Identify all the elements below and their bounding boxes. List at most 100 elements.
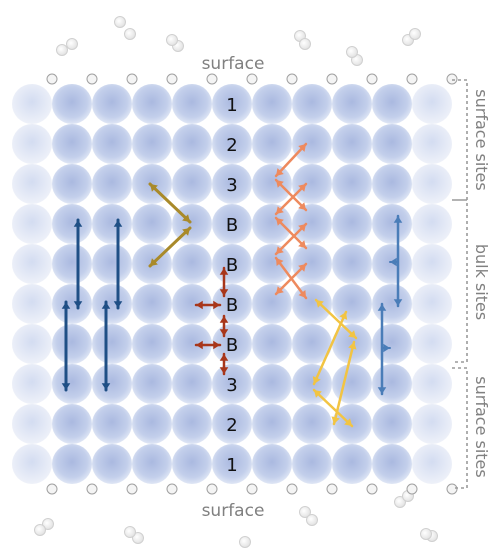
atom-sphere [292,364,332,404]
arrow-head [150,184,158,192]
adatom [166,73,178,85]
arrow-head [390,257,397,267]
atom-sphere [52,324,92,364]
adatom [366,73,378,85]
adatom [366,483,378,495]
atom-sphere [92,164,132,204]
atom-sphere [212,84,252,124]
adatom [446,73,458,85]
atom-sphere [52,164,92,204]
arrow-head [377,304,387,311]
arrow-head [276,218,284,226]
atom-sphere [412,444,452,484]
arrow-head [113,301,123,308]
arrow-head [113,220,123,227]
atom-sphere [172,164,212,204]
atom-sphere [212,284,252,324]
atom-sphere [132,124,172,164]
atom-sphere [92,204,132,244]
atom-sphere [132,284,172,324]
atom-sphere [172,84,212,124]
arrow-head [196,300,203,310]
diffusion-arrow [312,310,348,386]
arrow-head [61,383,71,390]
atom-sphere [332,444,372,484]
arrow-head [344,418,352,426]
atom-sphere [52,404,92,444]
layer-label: B [226,255,238,276]
surface-adatoms [46,73,458,495]
atom-sphere [92,364,132,404]
arrow-head [219,268,229,275]
arrow-head [213,300,220,310]
gas-atom [66,38,78,50]
adatom [46,483,58,495]
arrow-head [101,302,111,309]
gas-atom [124,28,136,40]
layer-label: B [226,335,238,356]
atom-sphere [332,244,372,284]
atom-sphere [412,244,452,284]
atom-sphere [12,164,52,204]
arrow-head [182,214,190,222]
atom-sphere [12,324,52,364]
atom-sphere [412,204,452,244]
adatom [326,73,338,85]
layer-label: 1 [226,455,237,476]
diffusion-arrow [274,222,308,256]
atom-sphere [332,84,372,124]
atom-sphere [372,324,412,364]
adatom [286,483,298,495]
adatom [46,73,58,85]
surface-sites-bottom-label: surface sites [472,376,490,477]
atom-sphere [332,204,372,244]
arrow-head [314,390,322,398]
atom-sphere [92,244,132,284]
diffusion-arrow [274,262,308,296]
gas-atom [56,44,68,56]
atom-sphere [412,164,452,204]
adatom [246,483,258,495]
atom-sphere [332,404,372,444]
arrow-head [393,216,403,223]
atom-sphere [412,124,452,164]
arrow-head [219,316,229,323]
atom-sphere [212,364,252,404]
arrow-head [219,329,229,336]
atom-sphere [252,204,292,244]
arrow-head [219,354,229,361]
adatom [406,483,418,495]
diffusion-arrow [274,216,308,250]
atom-sphere [52,444,92,484]
atom-sphere [292,284,332,324]
arrow-head [276,206,284,214]
arrow-head [348,342,357,350]
arrow-head [219,289,229,296]
adatom [446,483,458,495]
adatom [126,483,138,495]
atom-sphere [412,284,452,324]
atom-sphere [132,444,172,484]
atom-sphere [172,324,212,364]
adatom [246,73,258,85]
layer-label: 3 [226,375,237,396]
diffusion-arrow [274,182,308,216]
arrow-head [298,290,306,298]
arrow-head [312,376,321,384]
atom-sphere [372,364,412,404]
layer-label: 1 [226,95,237,116]
surface-bottom-label: surface [202,501,265,521]
atom-sphere [292,164,332,204]
arrow-head [383,343,390,353]
atom-sphere [52,244,92,284]
atom-sphere [12,84,52,124]
atom-sphere [132,204,172,244]
layer-label: B [226,295,238,316]
atom-sphere [372,244,412,284]
arrow-head [73,220,83,227]
atom-sphere [12,244,52,284]
adatom [206,73,218,85]
atom-sphere [212,204,252,244]
arrow-head [298,202,306,210]
atom-sphere [212,164,252,204]
